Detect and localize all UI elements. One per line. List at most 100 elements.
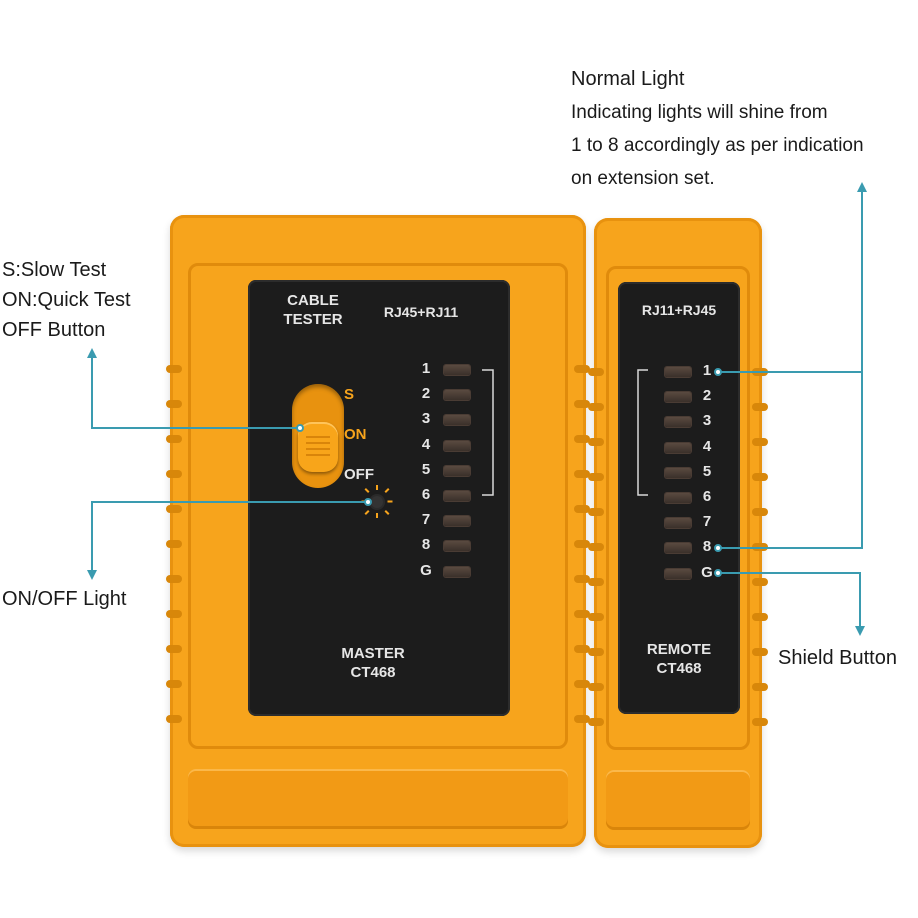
rib: [574, 470, 590, 478]
master-pin-led: [444, 440, 470, 451]
remote-pin-led: [665, 493, 691, 503]
master-pin-label: G: [420, 561, 432, 579]
rib: [588, 683, 604, 691]
rib: [166, 645, 182, 653]
normal-light-desc-2: 1 to 8 accordingly as per indication: [571, 135, 864, 156]
switch-label-s: S: [344, 386, 355, 403]
knob-grip: [306, 454, 330, 456]
remote-pin-led: [665, 417, 691, 428]
master-pin-label: 5: [421, 460, 431, 478]
master-pin-led: [444, 415, 470, 426]
remote-pin-label: 8: [702, 538, 712, 556]
remote-pin-bracket: [637, 369, 648, 496]
rib: [574, 435, 590, 443]
rib: [588, 508, 604, 516]
rib: [574, 505, 590, 513]
rib: [588, 368, 604, 376]
rib: [166, 575, 182, 583]
rib: [752, 648, 768, 656]
rib: [752, 718, 768, 726]
remote-inner-frame: [606, 266, 750, 750]
remote-pin-led: [665, 367, 691, 377]
master-pin-led: [444, 465, 470, 476]
light-ray: [376, 513, 378, 518]
onoff-light-leader: [91, 501, 368, 572]
master-inner-frame: [188, 263, 568, 749]
remote-pin-led: [665, 568, 691, 579]
rib: [166, 470, 182, 478]
remote-pin-led: [665, 518, 691, 529]
rib: [752, 473, 768, 481]
rib: [166, 715, 182, 723]
normal-light-callout: Normal Light Indicating lights will shin…: [571, 63, 864, 195]
master-pin-label: 4: [421, 435, 431, 453]
remote-pin-label: 1: [702, 362, 712, 379]
rib: [574, 540, 590, 548]
master-pin-label: 6: [421, 486, 431, 503]
rib: [752, 683, 768, 691]
rib: [752, 613, 768, 621]
master-pin-label: 1: [421, 360, 431, 377]
arrow-up-icon: [857, 182, 867, 192]
cable-tester-label-1: CABLE: [287, 292, 339, 309]
master-pin-label: 2: [421, 385, 431, 403]
switch-label-on: ON: [344, 426, 367, 443]
switch-callout-quick: ON:Quick Test: [2, 289, 131, 311]
master-pin-label: 8: [421, 536, 431, 554]
rib: [752, 508, 768, 516]
rib: [588, 473, 604, 481]
master-pin-led: [444, 390, 470, 401]
arrow-down-icon: [87, 570, 97, 580]
switch-label-off: OFF: [344, 466, 374, 483]
remote-pin-label: 6: [702, 488, 712, 505]
rib: [166, 610, 182, 618]
rib: [588, 648, 604, 656]
rib: [574, 400, 590, 408]
cable-tester-label-2: TESTER: [283, 311, 343, 328]
rib: [752, 438, 768, 446]
arrow-up-icon: [87, 348, 97, 358]
normal-light-leader: [718, 371, 863, 549]
knob-grip: [306, 448, 330, 450]
shield-button-callout: Shield Button: [778, 647, 897, 669]
rib: [574, 645, 590, 653]
rib: [588, 613, 604, 621]
master-pin-label: 3: [421, 410, 431, 428]
knob-grip: [306, 442, 330, 444]
rib: [574, 365, 590, 373]
master-base: [188, 769, 568, 829]
rib: [574, 610, 590, 618]
remote-pin-led: [665, 467, 691, 478]
normal-light-title: Normal Light: [571, 68, 685, 90]
switch-callout: S:Slow Test ON:Quick Test OFF Button: [2, 255, 131, 345]
rib: [574, 680, 590, 688]
switch-callout-slow: S:Slow Test: [2, 259, 107, 281]
light-ray: [376, 485, 378, 490]
master-pin-label: 7: [421, 511, 431, 529]
master-pin-led: [444, 516, 470, 527]
rib: [574, 715, 590, 723]
power-light: [371, 496, 383, 508]
rib: [588, 543, 604, 551]
remote-model-line2: CT468: [656, 660, 702, 677]
master-pin-led: [444, 491, 470, 501]
master-pin-led: [444, 566, 470, 577]
remote-pin-label: 7: [702, 513, 712, 531]
shield-leader: [718, 572, 861, 628]
master-pin-bracket: [482, 369, 494, 496]
leader-dot: [714, 569, 722, 577]
rib: [588, 578, 604, 586]
mode-switch-knob[interactable]: [298, 422, 338, 472]
rib: [166, 400, 182, 408]
remote-ports-label: RJ11+RJ45: [641, 302, 717, 318]
master-pin-led: [444, 541, 470, 552]
rib: [588, 718, 604, 726]
leader-dot: [364, 498, 372, 506]
remote-model-line1: REMOTE: [646, 641, 712, 658]
normal-light-desc-1: Indicating lights will shine from: [571, 102, 828, 123]
remote-pin-led: [665, 442, 691, 453]
master-pin-led: [444, 365, 470, 375]
switch-leader: [91, 356, 300, 429]
